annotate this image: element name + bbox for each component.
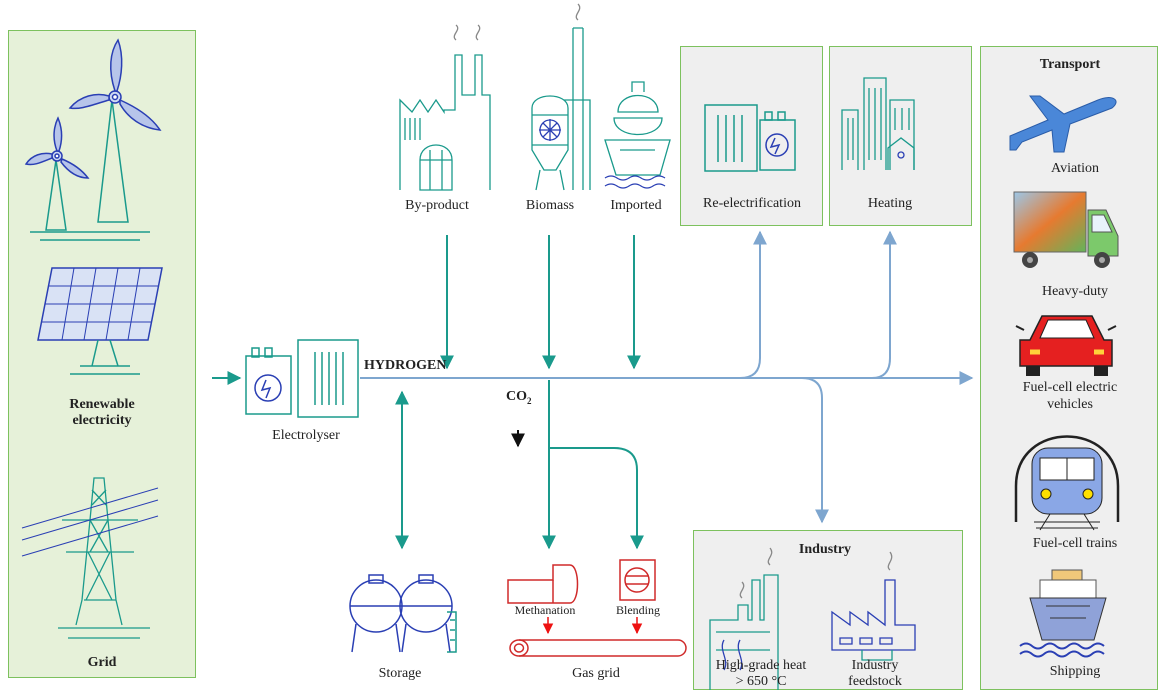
industry-factory-icon xyxy=(831,551,916,661)
transport-title: Transport xyxy=(1039,57,1101,72)
gas-pipe-icon xyxy=(509,639,687,657)
industry-heat-line1: High-grade heat xyxy=(715,658,807,673)
airplane-icon xyxy=(1009,95,1117,153)
gas-grid-label: Gas grid xyxy=(572,666,620,681)
arrow-heating xyxy=(871,230,897,379)
grid-label: Grid xyxy=(87,655,117,670)
reelectrification-label: Re-electrification xyxy=(703,196,801,211)
arrow-reelectrification xyxy=(739,230,767,379)
co2-label: CO2 xyxy=(506,389,532,406)
arrow-industry xyxy=(801,377,829,524)
imported-label: Imported xyxy=(610,198,662,213)
biomass-plant-icon xyxy=(531,3,591,191)
arrow-blending xyxy=(549,447,644,550)
teal-flows xyxy=(212,235,644,550)
co2-text: CO xyxy=(506,389,527,404)
fcev-line1: Fuel-cell electric xyxy=(1022,380,1118,395)
storage-tanks-icon xyxy=(349,574,457,653)
shipping-label: Shipping xyxy=(1049,664,1101,679)
hydrogen-flows xyxy=(360,230,974,524)
fcev-label: Fuel-cell electric vehicles xyxy=(990,379,1150,413)
blending-icon xyxy=(619,559,656,601)
aviation-label: Aviation xyxy=(1051,161,1099,176)
industry-feed-line2: feedstock xyxy=(848,674,902,689)
pylon-icon xyxy=(21,477,159,639)
renewable-label-line2: electricity xyxy=(72,413,132,428)
electrolyser-icon xyxy=(245,339,359,418)
import-ship-icon xyxy=(604,81,671,189)
heavy-duty-label: Heavy-duty xyxy=(1041,284,1109,299)
ship-icon xyxy=(1019,569,1107,658)
electrolyser-label: Electrolyser xyxy=(272,428,340,443)
fcev-line2: vehicles xyxy=(1047,397,1093,412)
co2-subscript: 2 xyxy=(527,395,532,406)
fuel-cell-icon xyxy=(704,104,796,172)
renewable-label: Renewable electricity xyxy=(52,397,152,429)
trains-label: Fuel-cell trains xyxy=(1032,536,1118,551)
buildings-icon xyxy=(841,77,915,170)
train-icon xyxy=(1014,435,1120,531)
industry-feed-line1: Industry xyxy=(851,658,899,673)
reelectrification-panel xyxy=(680,46,823,226)
methanation-icon xyxy=(507,564,579,604)
storage-label: Storage xyxy=(378,666,422,681)
hydrogen-label: HYDROGEN xyxy=(364,358,447,373)
car-icon xyxy=(1015,315,1117,376)
solar-panel-icon xyxy=(37,267,163,375)
heating-label: Heating xyxy=(867,196,913,211)
byproduct-label: By-product xyxy=(405,198,469,213)
factory-icon xyxy=(399,24,491,191)
industry-heat-line2: > 650 °C xyxy=(735,674,787,689)
blending-label: Blending xyxy=(616,603,660,617)
industry-title: Industry xyxy=(798,542,852,557)
renewable-label-line1: Renewable xyxy=(69,397,135,412)
industry-heat-icon xyxy=(709,547,779,690)
methanation-label: Methanation xyxy=(514,603,576,617)
wind-turbine-icon xyxy=(24,38,162,241)
biomass-label: Biomass xyxy=(525,198,575,213)
truck-icon xyxy=(1013,191,1119,268)
industry-feedstock-label: Industry feedstock xyxy=(830,658,920,690)
renewable-panel xyxy=(8,30,196,678)
industry-heat-label: High-grade heat > 650 °C xyxy=(696,658,826,690)
